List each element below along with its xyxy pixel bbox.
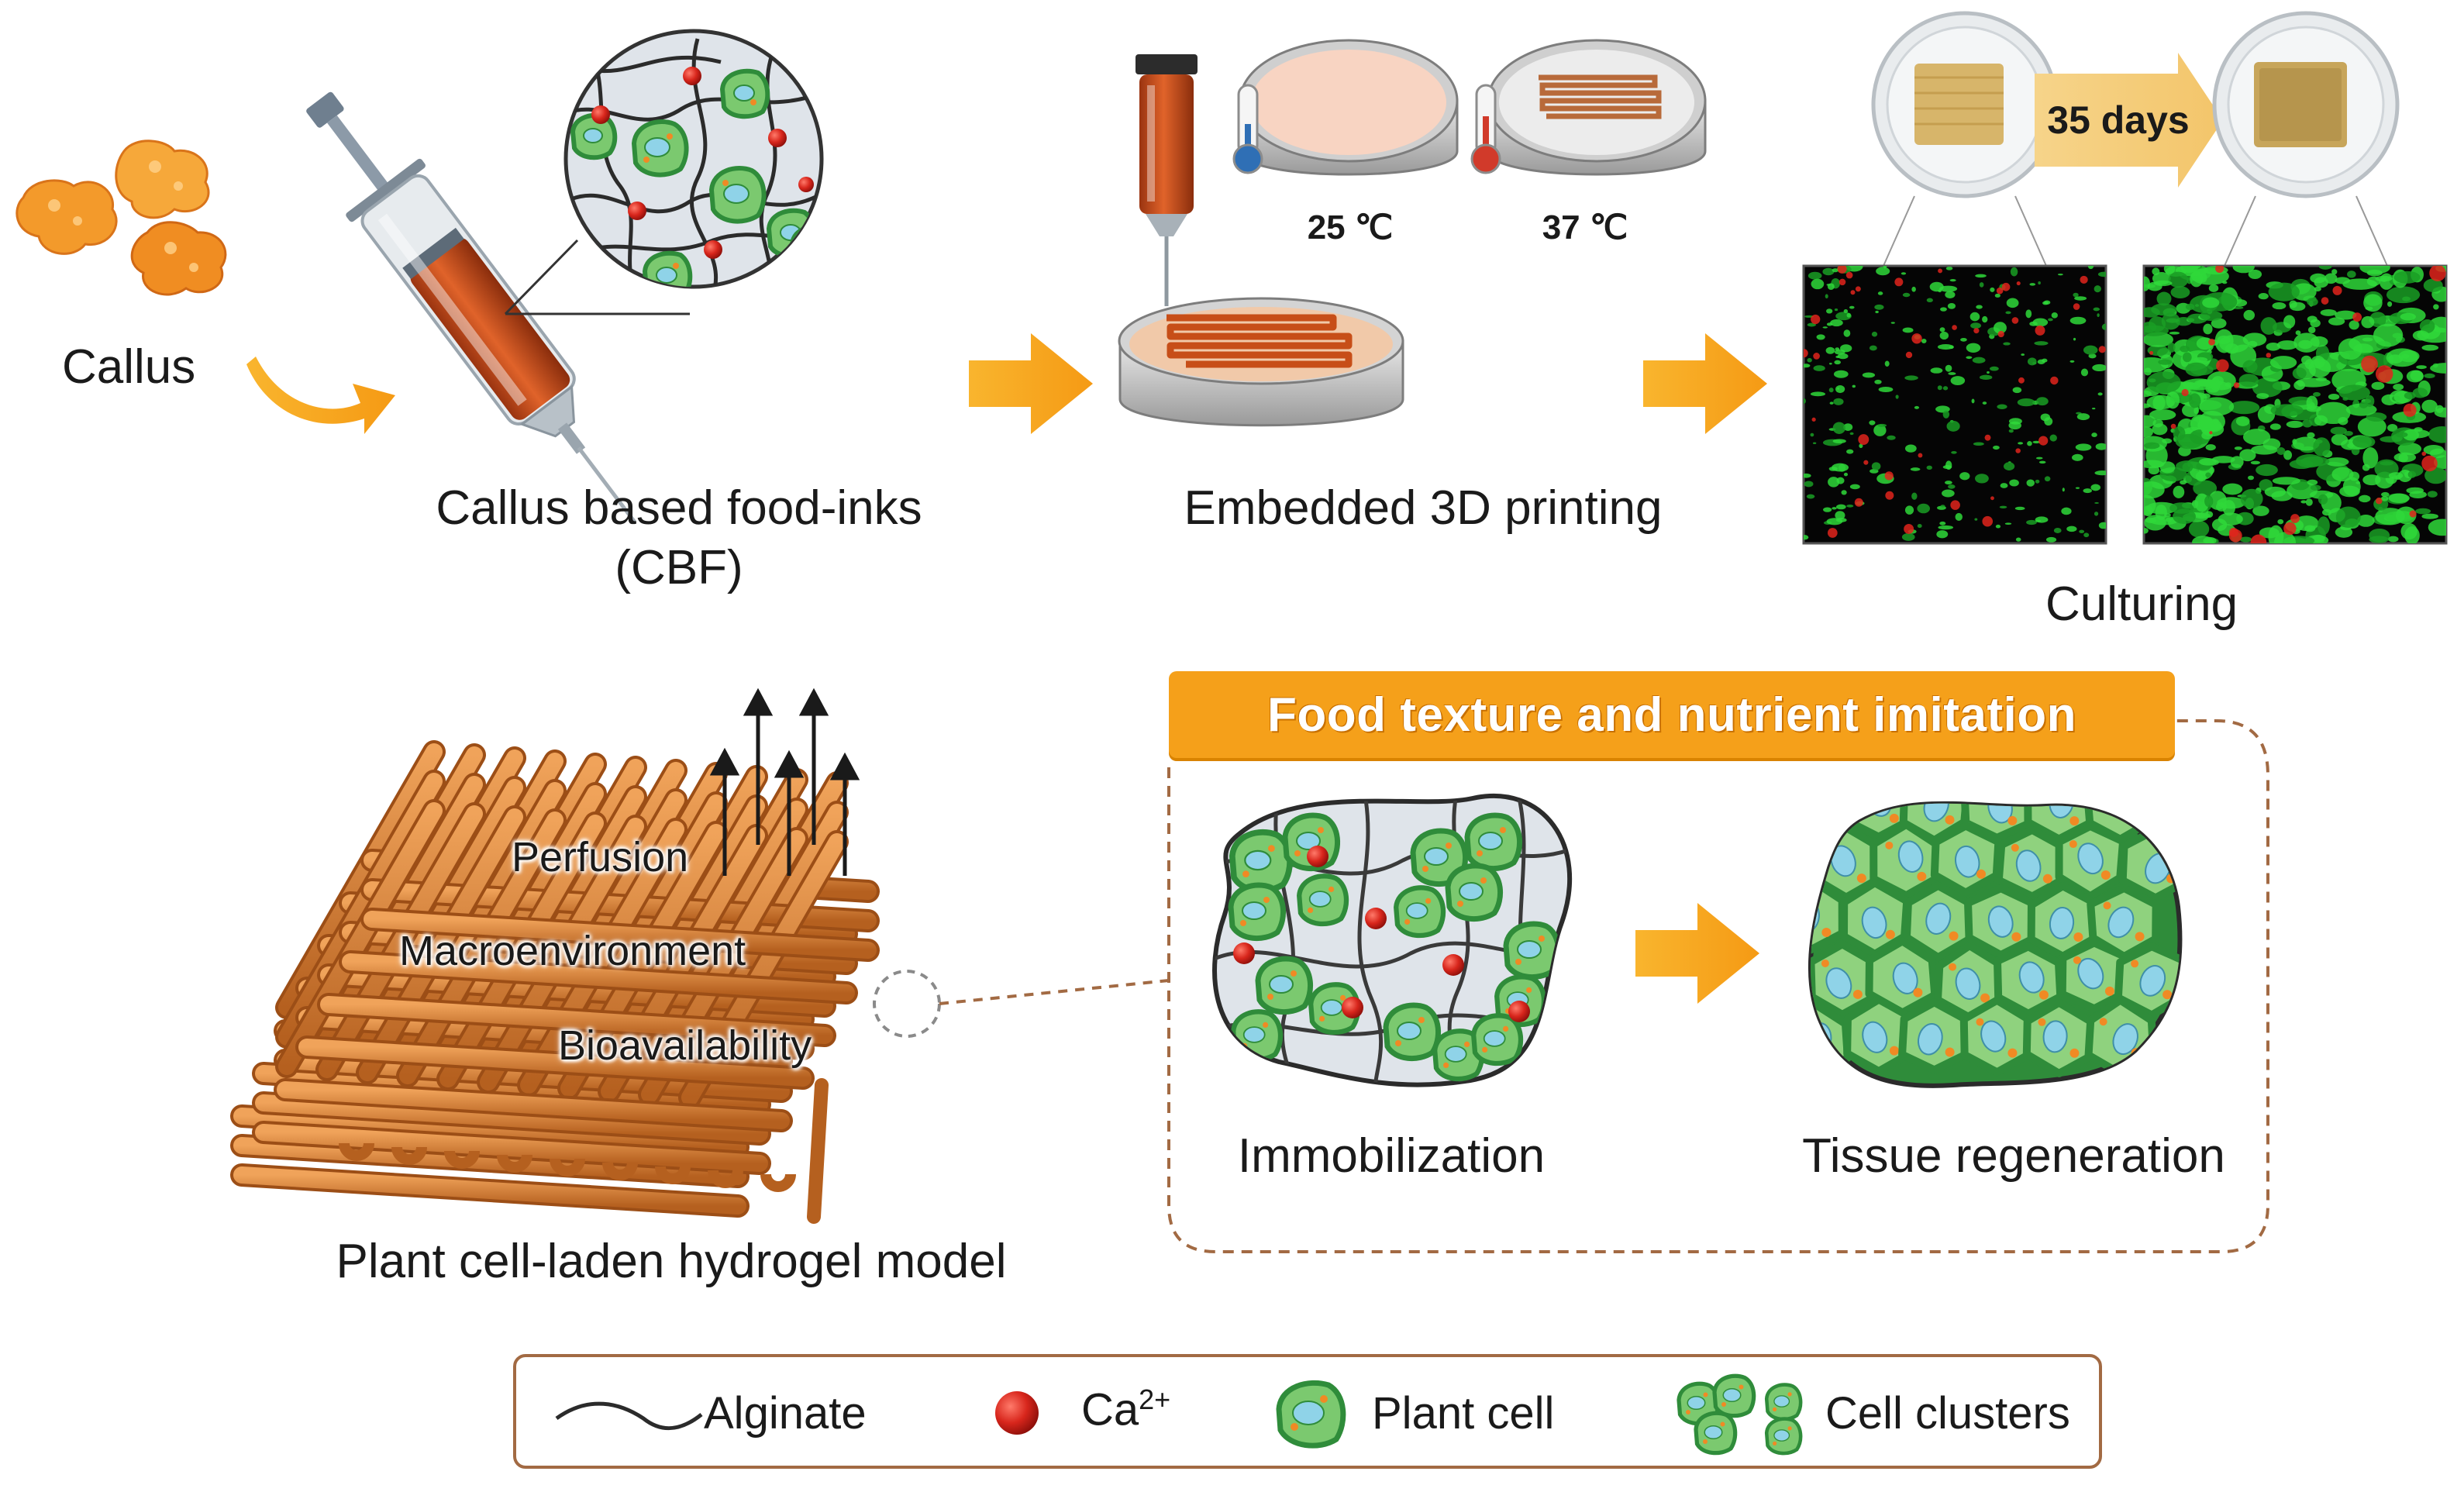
tissue-regeneration-label: Tissue regeneration (1802, 1129, 2225, 1183)
temp-low-label: 25 ℃ (1307, 208, 1394, 246)
temp-high-label: 37 ℃ (1542, 208, 1628, 246)
process-arrow-3 (1635, 903, 1759, 1004)
plant-cell-legend-icon (1276, 1380, 1346, 1449)
fluorescence-image-day35 (2142, 264, 2448, 545)
texture-banner: Food texture and nutrient imitation (1169, 671, 2175, 758)
callus-label: Callus (62, 340, 196, 394)
days-arrow (2035, 53, 2223, 188)
tissue-regeneration-illustration (1808, 801, 2183, 1088)
curved-arrow-callus (246, 357, 395, 434)
process-arrow-1 (969, 333, 1093, 434)
immobilization-illustration (1212, 793, 1572, 1087)
legend-box (513, 1354, 2102, 1469)
syringe-illustration (306, 91, 636, 523)
culture-plate-day0 (1871, 11, 2059, 198)
days-label: 35 days (2047, 98, 2190, 142)
printing-label: Embedded 3D printing (1184, 481, 1663, 535)
mesh-zoom-marker (873, 970, 941, 1038)
thermometer-hot-icon (1470, 84, 1501, 174)
print-dish-main (1118, 297, 1404, 427)
mesh-zoom-line (939, 979, 1170, 1005)
hydrogel-mesh-model (230, 740, 880, 1224)
thermometer-cold-icon (1232, 84, 1263, 174)
fluorescence-image-day0 (1802, 264, 2107, 545)
legend-alginate: Alginate (704, 1388, 867, 1439)
process-arrow-2 (1643, 333, 1767, 434)
dish-37c (1487, 39, 1707, 176)
dish-25c (1239, 39, 1459, 176)
culture-plate-day35 (2212, 11, 2400, 198)
zoom-calcium-ions (591, 67, 814, 259)
banner-title: Food texture and nutrient imitation (1267, 687, 2076, 742)
zoom-line-top (504, 239, 579, 315)
calcium-legend-icon (995, 1391, 1039, 1435)
callus-pieces (16, 140, 227, 296)
legend-calcium: Ca2+ (1081, 1383, 1171, 1435)
immobilization-label: Immobilization (1237, 1129, 1546, 1183)
cbf-label-line2: (CBF) (615, 541, 743, 594)
perfusion-arrows (709, 687, 860, 876)
model-label: Plant cell-laden hydrogel model (336, 1235, 1007, 1288)
macroenvironment-label: Macroenvironment (399, 928, 746, 974)
legend-cell-clusters: Cell clusters (1825, 1388, 2070, 1439)
alginate-legend-icon (555, 1401, 703, 1431)
legend-plant-cell: Plant cell (1372, 1388, 1555, 1439)
bioavailability-label: Bioavailability (558, 1022, 812, 1069)
texture-panel-border (1167, 719, 2269, 1253)
printer-nozzle (1136, 54, 1198, 306)
perfusion-label: Perfusion (512, 834, 689, 880)
cbf-label-line1: Callus based food-inks (436, 481, 922, 535)
culturing-label: Culturing (2045, 577, 2238, 631)
hydrogel-zoom-circle (563, 29, 824, 289)
culture-connector-lines (1883, 195, 2388, 267)
cell-clusters-legend-icon (1677, 1373, 1803, 1456)
